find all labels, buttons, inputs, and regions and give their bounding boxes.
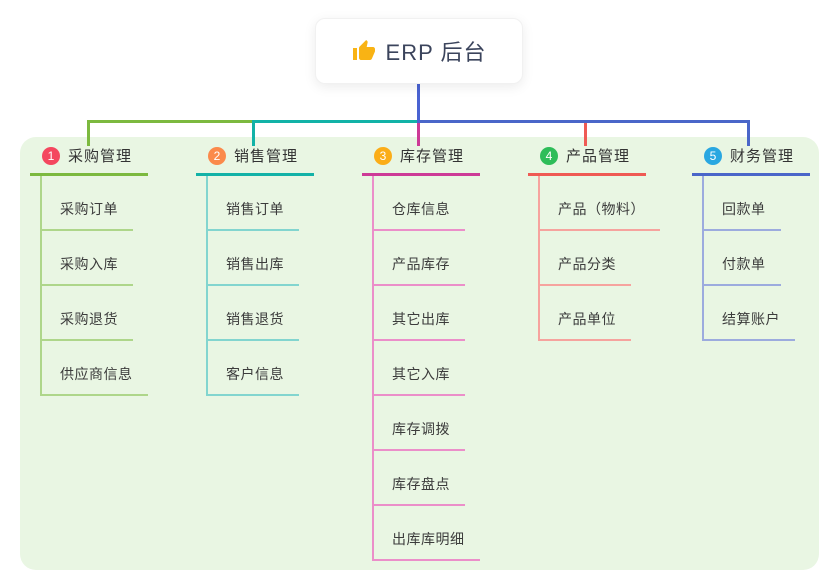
- child-label: 其它入库: [392, 366, 450, 382]
- branch-number-badge: 1: [42, 146, 60, 165]
- root-link-line: [417, 84, 420, 123]
- root-title: ERP 后台: [385, 40, 487, 65]
- branch-drop-line: [87, 120, 90, 146]
- branch-number-badge: 4: [540, 146, 558, 165]
- child-label: 结算账户: [722, 311, 780, 327]
- branch-children: 采购订单采购入库采购退货供应商信息: [40, 176, 148, 396]
- branch-children: 销售订单销售出库销售退货客户信息: [206, 176, 314, 396]
- branch-2: 2 销售管理销售订单销售出库销售退货客户信息: [196, 145, 314, 396]
- branch-header-2[interactable]: 2 销售管理: [196, 145, 314, 176]
- child-node[interactable]: 采购入库: [42, 231, 133, 286]
- branch-5: 5 财务管理回款单付款单结算账户: [692, 145, 810, 341]
- child-label: 产品（物料）: [558, 201, 645, 217]
- bus-segment-center: [252, 120, 419, 123]
- child-label: 采购入库: [60, 256, 118, 272]
- branch-label: 财务管理: [730, 148, 795, 165]
- child-label: 付款单: [722, 256, 766, 272]
- branch-label: 库存管理: [400, 148, 465, 165]
- child-node[interactable]: 出库库明细: [374, 506, 480, 561]
- branch-header-4[interactable]: 4 产品管理: [528, 145, 646, 176]
- branch-header-3[interactable]: 3 库存管理: [362, 145, 480, 176]
- bus-segment-right: [417, 120, 750, 123]
- child-node[interactable]: 销售出库: [208, 231, 299, 286]
- child-label: 销售出库: [226, 256, 284, 272]
- branch-number-badge: 2: [208, 146, 226, 165]
- child-node[interactable]: 付款单: [704, 231, 781, 286]
- child-node[interactable]: 产品分类: [540, 231, 631, 286]
- child-label: 产品库存: [392, 256, 450, 272]
- child-label: 供应商信息: [60, 366, 133, 382]
- branch-drop-line: [584, 120, 587, 146]
- child-label: 库存盘点: [392, 476, 450, 492]
- branch-number-badge: 3: [374, 146, 392, 165]
- thumbs-up-icon: [352, 39, 376, 63]
- child-node[interactable]: 产品库存: [374, 231, 465, 286]
- child-node[interactable]: 库存盘点: [374, 451, 465, 506]
- branch-header-1[interactable]: 1 采购管理: [30, 145, 148, 176]
- branch-label: 销售管理: [234, 148, 299, 165]
- child-label: 销售订单: [226, 201, 284, 217]
- child-label: 仓库信息: [392, 201, 450, 217]
- branch-3: 3 库存管理仓库信息产品库存其它出库其它入库库存调拨库存盘点出库库明细: [362, 145, 480, 561]
- branch-drop-line: [747, 120, 750, 146]
- child-node[interactable]: 产品（物料）: [540, 176, 660, 231]
- bus-segment-left: [87, 120, 254, 123]
- child-label: 采购退货: [60, 311, 118, 327]
- branches-panel: [20, 137, 819, 570]
- branch-label: 采购管理: [68, 148, 133, 165]
- branch-children: 产品（物料） 产品分类产品单位: [538, 176, 660, 341]
- child-node[interactable]: 产品单位: [540, 286, 631, 341]
- child-label: 销售退货: [226, 311, 284, 327]
- child-label: 采购订单: [60, 201, 118, 217]
- child-label: 产品分类: [558, 256, 616, 272]
- branch-4: 4 产品管理产品（物料） 产品分类产品单位: [528, 145, 660, 341]
- branch-header-5[interactable]: 5 财务管理: [692, 145, 810, 176]
- child-node[interactable]: 供应商信息: [42, 341, 148, 396]
- child-node[interactable]: 客户信息: [208, 341, 299, 396]
- child-node[interactable]: 仓库信息: [374, 176, 465, 231]
- child-label: 其它出库: [392, 311, 450, 327]
- child-label: 产品单位: [558, 311, 616, 327]
- child-label: 库存调拨: [392, 421, 450, 437]
- branch-children: 回款单付款单结算账户: [702, 176, 810, 341]
- branch-label: 产品管理: [566, 148, 631, 165]
- branch-1: 1 采购管理采购订单采购入库采购退货供应商信息: [30, 145, 148, 396]
- child-label: 客户信息: [226, 366, 284, 382]
- child-node[interactable]: 销售订单: [208, 176, 299, 231]
- child-node[interactable]: 销售退货: [208, 286, 299, 341]
- child-node[interactable]: 库存调拨: [374, 396, 465, 451]
- child-label: 回款单: [722, 201, 766, 217]
- child-node[interactable]: 其它入库: [374, 341, 465, 396]
- child-node[interactable]: 回款单: [704, 176, 781, 231]
- root-node[interactable]: ERP 后台: [315, 18, 523, 84]
- child-node[interactable]: 采购订单: [42, 176, 133, 231]
- child-node[interactable]: 结算账户: [704, 286, 795, 341]
- branch-drop-line: [417, 120, 420, 146]
- branch-number-badge: 5: [704, 146, 722, 165]
- child-node[interactable]: 采购退货: [42, 286, 133, 341]
- child-label: 出库库明细: [392, 531, 465, 547]
- child-node[interactable]: 其它出库: [374, 286, 465, 341]
- branch-children: 仓库信息产品库存其它出库其它入库库存调拨库存盘点出库库明细: [372, 176, 480, 561]
- branch-drop-line: [252, 120, 255, 146]
